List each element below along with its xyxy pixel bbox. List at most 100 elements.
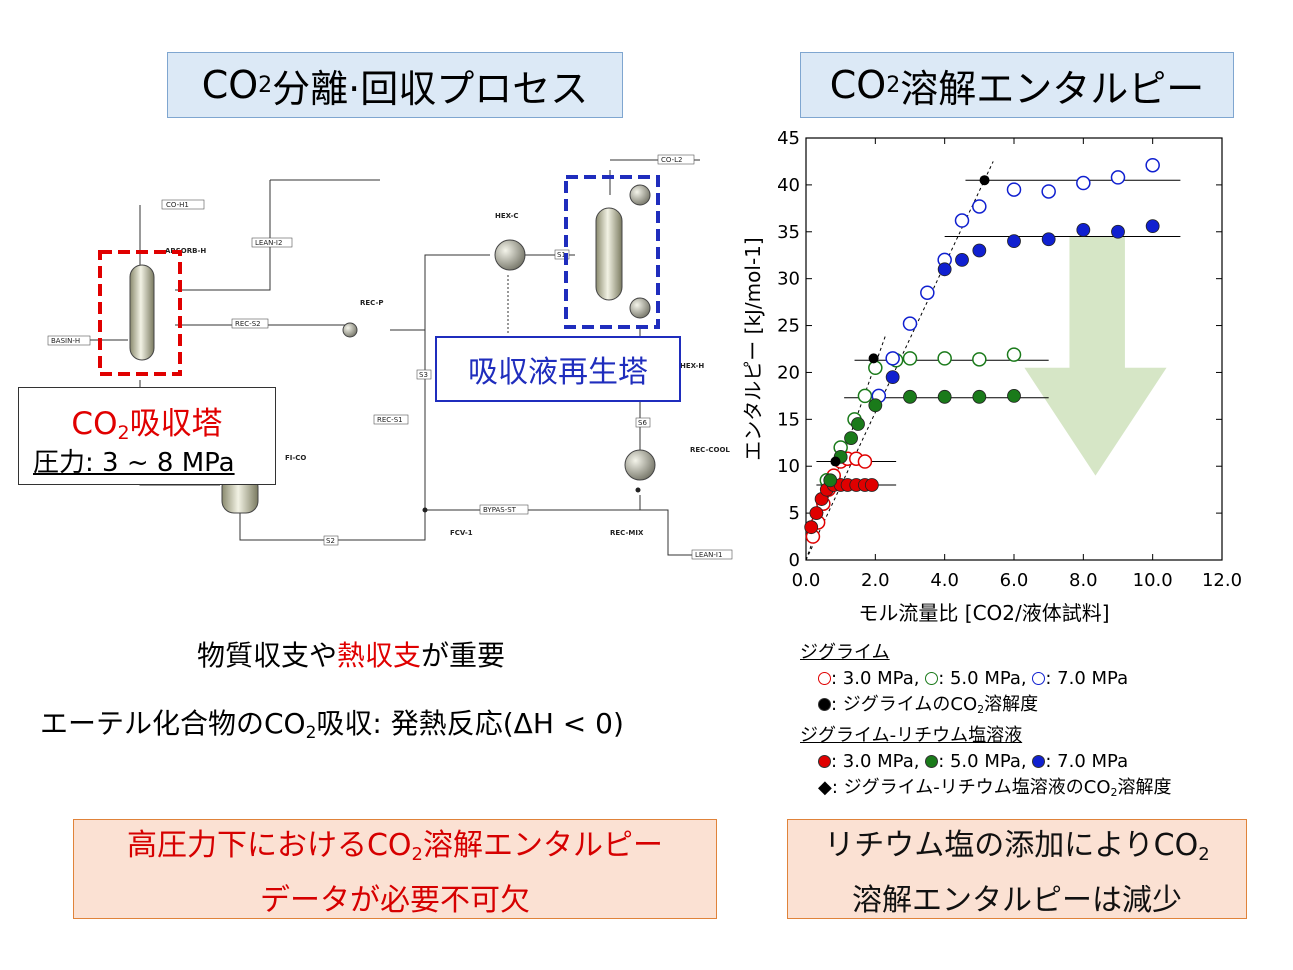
data-point [1145,157,1160,173]
data-point [857,388,873,404]
legend-row-diglyme-solubility: : ジグライムのCO2溶解度 [800,692,1172,723]
regenerator-callout: 吸収液再生塔 [435,336,681,402]
y-axis-label: エンタルピー [kJ/mol-1] [741,237,765,460]
trend-line-diglyme [805,161,994,561]
data-point [972,352,987,367]
data-point [857,454,873,469]
data-point [902,351,918,366]
y-tick-label: 20 [777,362,800,383]
svg-text:REC-COOL: REC-COOL [690,446,730,454]
svg-text:HEX-C: HEX-C [495,212,519,220]
data-point [868,360,883,376]
svg-text:BYPAS-ST: BYPAS-ST [483,506,517,514]
data-point [1006,347,1022,362]
svg-text:LEAN-I1: LEAN-I1 [695,551,722,559]
regenerator-highlight-box [564,175,660,329]
data-point [1076,223,1091,237]
x-tick-label: 6.0 [1000,570,1029,591]
data-point [902,316,918,331]
data-point [937,351,952,366]
data-point [864,478,879,492]
conclusion-lithium-effect: リチウム塩の添加によりCO2 溶解エンタルピーは減少 [787,819,1247,919]
regenerator-column [595,207,623,301]
data-point [1041,232,1056,247]
data-point [885,351,900,366]
data-point [972,243,987,258]
y-tick-label: 25 [777,316,800,337]
y-tick-label: 0 [789,550,800,571]
data-point [1007,388,1021,403]
x-axis-label: モル流量比 [CO2/液体試料] [858,601,1109,625]
x-tick-label: 8.0 [1069,570,1098,591]
svg-text:HEX-H: HEX-H [680,362,704,370]
y-tick-label: 15 [777,409,800,430]
y-tick-label: 45 [777,128,800,149]
svg-text:REC-MIX: REC-MIX [610,529,644,537]
data-point [804,520,819,535]
y-tick-label: 5 [789,503,800,524]
x-tick-label: 0.0 [792,570,821,591]
absorber-label: CO2吸収塔 [71,406,223,444]
absorber-column [129,264,155,361]
exothermic-text: エーテル化合物のCO2吸収: 発熱反応(ΔH < 0) [40,707,624,743]
absorber-pressure: 圧力: 3 ~ 8 MPa [33,448,235,478]
svg-text:S1: S1 [557,251,566,259]
data-point [1110,170,1126,185]
data-point [903,389,917,404]
svg-text:CO-H1: CO-H1 [166,201,189,209]
data-point [972,389,987,404]
data-point [1006,182,1022,197]
legend-row-lithium-solubility: ◆: ジグライム-リチウム塩溶液のCO2溶解度 [818,777,1172,799]
y-tick-label: 40 [777,175,800,196]
svg-text:ABSORB-H: ABSORB-H [165,247,206,255]
x-tick-label: 4.0 [930,570,959,591]
svg-text:CO-L2: CO-L2 [661,156,682,164]
data-point [979,175,990,186]
legend-row-diglyme: : 3.0 MPa, : 5.0 MPa, : 7.0 MPa [800,666,1172,692]
data-point [1145,219,1160,234]
svg-text:S2: S2 [326,537,335,545]
svg-text:FI-CO: FI-CO [285,454,306,462]
y-tick-label: 30 [777,269,800,290]
svg-text:REC-S2: REC-S2 [235,320,261,328]
data-point [1007,234,1021,249]
svg-text:LEAN-I2: LEAN-I2 [255,239,282,247]
data-point [1076,175,1091,191]
legend-header-diglyme: ジグライム [800,642,890,663]
x-tick-label: 2.0 [861,570,890,591]
y-tick-label: 10 [777,456,800,477]
data-point [830,456,841,467]
data-point [851,417,865,431]
legend-header-lithium: ジグライム-リチウム塩溶液 [800,725,1023,746]
data-point [823,473,838,488]
data-point [1041,184,1056,199]
svg-text:BASIN-H: BASIN-H [51,337,80,345]
x-tick-label: 10.0 [1133,570,1173,591]
svg-text:FCV-1: FCV-1 [450,529,473,537]
svg-text:S3: S3 [419,371,428,379]
conclusion-need-data: 高圧力下におけるCO2溶解エンタルピー データが必要不可欠 [73,819,717,919]
data-point [937,262,952,277]
data-point [972,199,987,214]
x-tick-label: 12.0 [1202,570,1242,591]
balance-text: 物質収支や熱収支が重要 [197,639,506,672]
svg-text:S6: S6 [638,419,647,427]
data-point [954,213,970,228]
data-point [955,253,969,267]
data-point [937,389,952,404]
data-point [844,431,858,445]
legend-row-lithium: : 3.0 MPa, : 5.0 MPa, : 7.0 MPa [800,749,1172,775]
data-point [868,353,879,364]
absorber-highlight-box [98,250,182,376]
data-point [868,398,883,413]
absorber-callout: CO2吸収塔 圧力: 3 ~ 8 MPa [18,387,276,485]
data-point [920,285,935,300]
data-point [1111,224,1125,239]
data-point [809,506,824,521]
chart-legend: ジグライム : 3.0 MPa, : 5.0 MPa, : 7.0 MPa : … [800,640,1172,806]
svg-text:REC-P: REC-P [360,299,384,307]
reduction-arrow [1024,236,1167,476]
